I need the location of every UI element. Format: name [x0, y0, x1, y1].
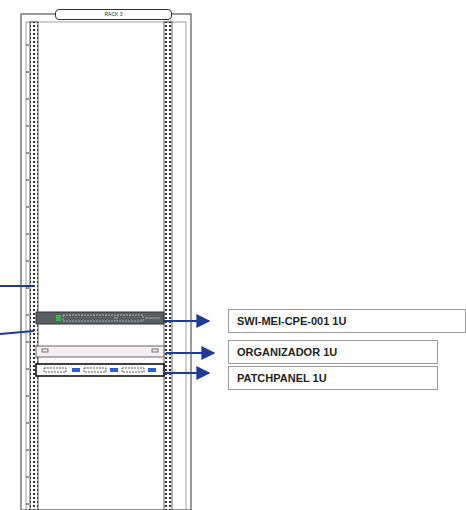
leader-arrow [164, 321, 214, 373]
rack-rail [30, 22, 38, 510]
switch-device [36, 312, 164, 324]
cable-organizer [36, 346, 164, 357]
label-text: SWI-MEI-CPE-001 1U [237, 315, 346, 327]
label-text: PATCHPANEL 1U [237, 372, 327, 384]
patch-panel [36, 364, 164, 376]
label-text: ORGANIZADOR 1U [237, 346, 337, 358]
device-label: SWI-MEI-CPE-001 1U [228, 309, 466, 333]
rack-rail [164, 22, 172, 510]
label-text: RACK 3 [104, 12, 122, 17]
device-label: ORGANIZADOR 1U [228, 340, 438, 364]
cable-line [0, 286, 34, 334]
rack-frame [21, 14, 191, 510]
device-label: PATCHPANEL 1U [228, 366, 438, 390]
rack-inner [26, 22, 186, 510]
rack-title: RACK 3 [55, 9, 172, 20]
unit-ticks [26, 45, 29, 504]
